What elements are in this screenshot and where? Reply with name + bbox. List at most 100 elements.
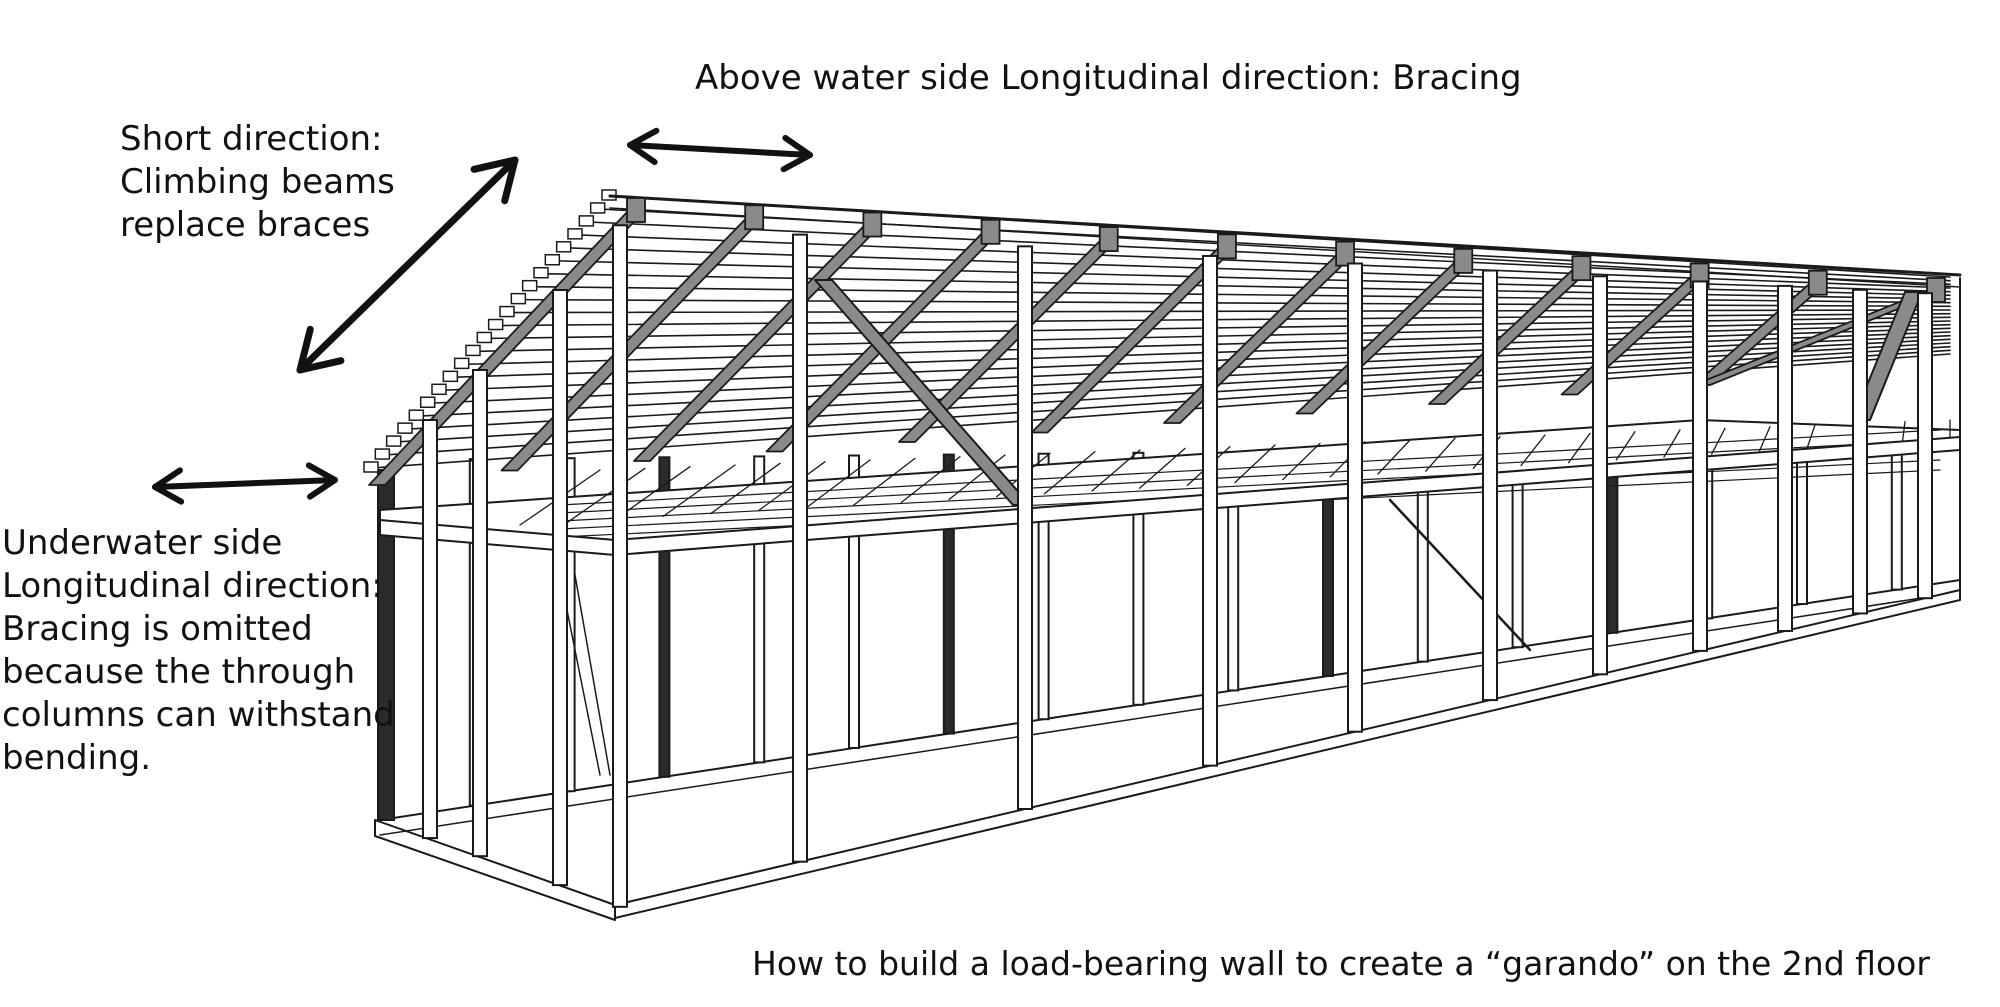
arrow-shaft [296,156,519,374]
short-direction-line-2: Climbing beams [120,162,395,202]
far-column [1132,451,1145,706]
through-column [612,224,628,908]
floor-joist [567,467,646,523]
roof-purlin [507,309,1951,314]
near-sill [614,589,1961,919]
floor-joist [1520,434,1546,467]
floor-joist [1425,437,1456,472]
end-wall-brace [574,574,611,776]
through-column [792,233,808,863]
underwater-line-4: because the through [2,652,356,692]
purlin-end [567,228,583,240]
purlin-end [442,370,459,383]
purlin-end [419,396,436,408]
roof-purlin [541,272,1951,300]
through-column [422,419,438,840]
purlin-end [453,357,470,370]
far-column [1796,445,1808,605]
floor-joist [710,462,781,515]
purlin-end [533,266,549,279]
arrow-head [305,462,338,500]
roof-purlin [393,345,1951,443]
short-direction-line-3: replace braces [120,205,371,245]
far-column [848,454,860,749]
roof-purlin [518,298,1951,308]
short-direction-line-1: Short direction: [120,119,383,159]
ridge-beam [608,194,1962,277]
roof-purlin [495,312,1951,327]
direction-arrows [152,127,813,505]
double-arrow-icon [296,156,519,374]
far-column [658,456,671,778]
underwater-line-6: bending. [2,738,152,778]
roof-purlin [552,259,1951,297]
floor-joist [1377,439,1411,475]
purlin-end [476,331,493,344]
far-column [1037,452,1050,721]
purlin-end [510,292,527,305]
purlin-end [487,318,504,331]
above-water-label: Above water side Longitudinal direction:… [695,58,1522,98]
double-arrow-icon [627,127,813,173]
longitudinal-brace [814,279,1031,506]
floor-joist [1711,427,1726,455]
near-side-frame [379,224,1961,919]
beam-post-head [1453,248,1474,274]
arrow-shaft [627,142,813,158]
through-column [1592,275,1608,676]
far-diagonal-brace [1388,498,1532,652]
through-column [1777,284,1793,632]
end-sill [374,819,616,921]
ridge-beam-edge [609,207,1961,288]
purlin-end [408,409,425,421]
through-column [1692,280,1708,652]
beam-post-head [1335,240,1355,267]
floor-joist [1663,429,1681,458]
floor-joist [1568,432,1591,464]
through-column [1347,262,1363,733]
far-column [942,453,955,735]
climbing-beam [1428,267,1592,405]
floor-joist [1615,431,1636,461]
underwater-line-1: Underwater side [2,523,283,563]
floor-joist [1234,444,1276,484]
floor-runner [559,429,1941,506]
purlin-end [385,435,402,447]
purlin-end [578,215,595,227]
roof-purlin [586,221,1951,286]
far-column [1890,444,1903,591]
beam-post-head [626,197,646,223]
purlin-end [544,254,561,266]
longitudinal-brace [1852,291,1923,421]
underwater-line-2: Longitudinal direction: [2,566,383,606]
climbing-beam [633,223,883,462]
roof-purlin [529,285,1951,304]
far-column [753,455,766,764]
arrow-head [780,134,813,173]
purlin-end [431,383,447,396]
floor-joist [757,461,826,512]
purlin-end [363,461,379,473]
figure-caption: How to build a load-bearing wall to crea… [752,944,1930,983]
beam-post-head [980,218,1001,245]
purlin-end [589,202,606,214]
double-arrow-icon [152,462,338,505]
purlin-end [521,279,538,292]
purlin-end [397,422,413,434]
purlin-end [465,344,481,357]
arrow-head [152,467,185,505]
purlin-end [555,241,572,253]
through-column [1202,254,1218,767]
floor-runner [559,439,1941,514]
floor-joist [662,464,736,518]
floor-joist [1282,442,1321,481]
roof-purlin [382,349,1951,456]
beam-post-head [744,204,765,231]
beam-post-head [1098,226,1119,252]
arrow-head [627,127,660,166]
underwater-line-3: Bracing is omitted [2,609,313,649]
arrow-head [296,325,345,374]
climbing-beam [368,209,646,486]
beam-post-head [1807,269,1828,296]
